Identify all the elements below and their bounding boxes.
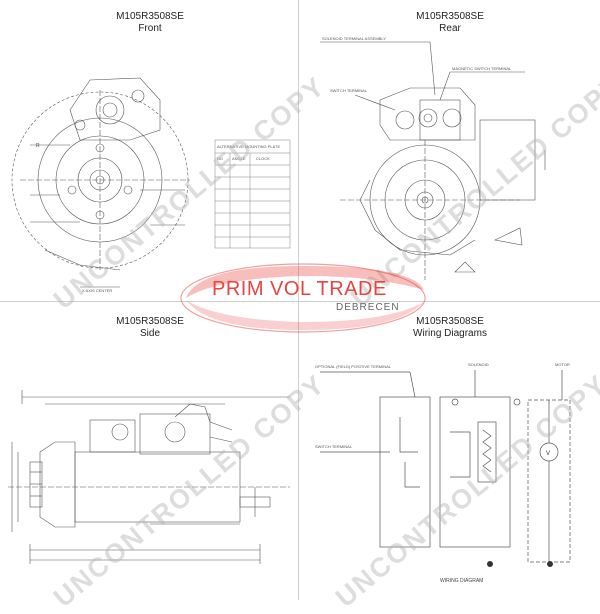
rear-view-drawing: SOLENOID TERMINAL ASSEMBLY MAGNETIC SWIT… xyxy=(320,36,546,280)
side-model: M105R3508SE xyxy=(116,316,184,327)
wiring-footer-label: WIRING DIAGRAM xyxy=(440,578,483,584)
wiring-diagram-drawing: OPTIONAL (FIELD) POSITIVE TERMINAL SOLEN… xyxy=(315,362,571,584)
side-view-drawing xyxy=(8,390,290,564)
side-title: M105R3508SE Side xyxy=(0,316,300,340)
vertical-divider xyxy=(298,0,299,600)
brand-name: PRIM VOL TRADE xyxy=(212,278,387,300)
wiring-solenoid-label: SOLENOID xyxy=(468,362,489,367)
rear-model: M105R3508SE xyxy=(416,11,484,22)
wiring-title: M105R3508SE Wiring Diagrams xyxy=(300,316,600,340)
front-view-label: Front xyxy=(138,23,162,34)
rear-mag-switch-label: MAGNETIC SWITCH TERMINAL xyxy=(452,66,512,71)
wiring-ground-dot-right xyxy=(547,561,553,567)
front-table-title: ALTERNATIVE MOUNTING PLATE xyxy=(217,144,280,149)
panel-rear: M105R3508SE Rear xyxy=(300,0,600,300)
front-view-drawing: R X AXIS CENTER ALTERNATIVE MOUNTING PLA… xyxy=(11,77,291,293)
wiring-motor-label: MOTOR xyxy=(555,362,570,367)
wiring-view-label: Wiring Diagrams xyxy=(413,328,487,339)
rear-title: M105R3508SE Rear xyxy=(300,11,600,35)
front-table-header-clock: CLOCK xyxy=(256,156,270,161)
front-title: M105R3508SE Front xyxy=(0,11,300,35)
panel-side: M105R3508SE Side xyxy=(0,302,300,602)
front-table-header-angle: ANGLE xyxy=(232,156,246,161)
wiring-model: M105R3508SE xyxy=(416,316,484,327)
rear-solenoid-terminal-label: SOLENOID TERMINAL ASSEMBLY xyxy=(322,36,386,41)
front-model: M105R3508SE xyxy=(116,11,184,22)
front-r-tag: R xyxy=(36,143,40,149)
wiring-ground-dot-left xyxy=(487,561,493,567)
front-table-header-no: NO xyxy=(217,156,223,161)
panel-wiring: M105R3508SE Wiring Diagrams xyxy=(300,302,600,602)
wiring-switch-label: SWITCH TERMINAL xyxy=(315,444,353,449)
panel-front: M105R3508SE Front xyxy=(0,0,300,300)
brand-logo xyxy=(180,263,426,333)
brand-city: DEBRECEN xyxy=(336,302,400,313)
wiring-motor-symbol: V xyxy=(546,451,550,457)
wiring-optional-label: OPTIONAL (FIELD) POSITIVE TERMINAL xyxy=(315,364,392,369)
front-x-axis-label: X AXIS CENTER xyxy=(82,288,112,293)
horizontal-divider xyxy=(0,301,600,302)
side-view-label: Side xyxy=(139,328,160,339)
rear-view-label: Rear xyxy=(439,23,461,34)
rear-switch-terminal-label: SWITCH TERMINAL xyxy=(330,88,368,93)
